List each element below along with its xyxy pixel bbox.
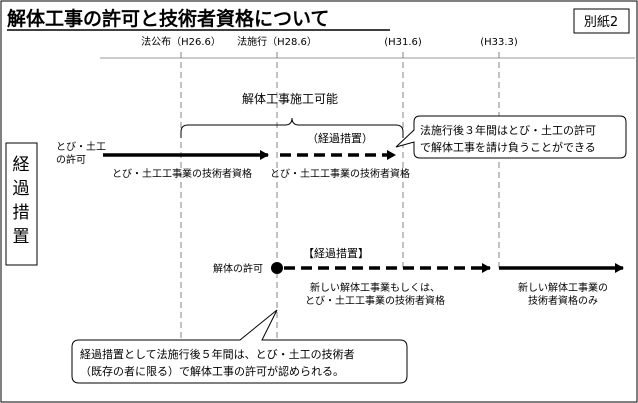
- brace-label: 解体工事施工可能: [242, 92, 338, 106]
- lower-start-dot: [271, 262, 283, 274]
- upper-callout-line2: で解体工事を請け負うことができる: [420, 140, 596, 154]
- upper-start-label-line1: とび・土工: [56, 140, 106, 153]
- page-title: 解体工事の許可と技術者資格について: [7, 7, 329, 30]
- upper-callout: [395, 115, 627, 159]
- bottom-note-callout: [71, 309, 408, 384]
- tag-label: 別紙2: [584, 15, 618, 30]
- tick-label-promulgation: 法公布（H26.6）: [141, 35, 221, 48]
- bottom-note-line2: （既存の者に限る）で解体工事の許可が認められる。: [80, 364, 344, 378]
- lower-start-label: 解体の許可: [213, 262, 263, 275]
- lower-dashed-caption-line1: 新しい解体工事業もしくは、: [310, 281, 440, 294]
- tick-label-h33: (H33.3): [480, 37, 518, 48]
- lower-transition-label: 【経過措置】: [303, 246, 369, 260]
- lower-solid-caption-line1: 新しい解体工事業の: [518, 281, 608, 294]
- bottom-note-line1: 経過措置として法施行後５年間は、とび・土工の技術者: [80, 347, 355, 361]
- upper-transition-label: （経過措置）: [307, 131, 373, 145]
- upper-dashed-caption: とび・土工工事業の技術者資格: [270, 167, 410, 180]
- side-label-box: [5, 142, 38, 266]
- side-label-char-1: 経: [13, 155, 30, 175]
- tag-box: [573, 8, 630, 34]
- upper-callout-line1: 法施行後３年間はとび・土工の許可: [420, 123, 596, 137]
- tick-label-enforcement: 法施行（H28.6）: [237, 35, 317, 48]
- side-label-char-4: 置: [13, 227, 30, 247]
- lower-solid-caption-line2: 技術者資格のみ: [528, 294, 598, 307]
- guide-lines: [180, 52, 500, 348]
- upper-start-label-line2: の許可: [56, 153, 86, 166]
- lower-dashed-caption-line2: とび・土工工事業の技術者資格: [305, 294, 445, 307]
- side-label-char-3: 措: [13, 203, 30, 223]
- period-brace: [180, 117, 404, 138]
- tick-label-h31: (H31.6): [384, 37, 422, 48]
- side-label-char-2: 過: [13, 179, 30, 199]
- upper-solid-caption: とび・土工工事業の技術者資格: [112, 167, 252, 180]
